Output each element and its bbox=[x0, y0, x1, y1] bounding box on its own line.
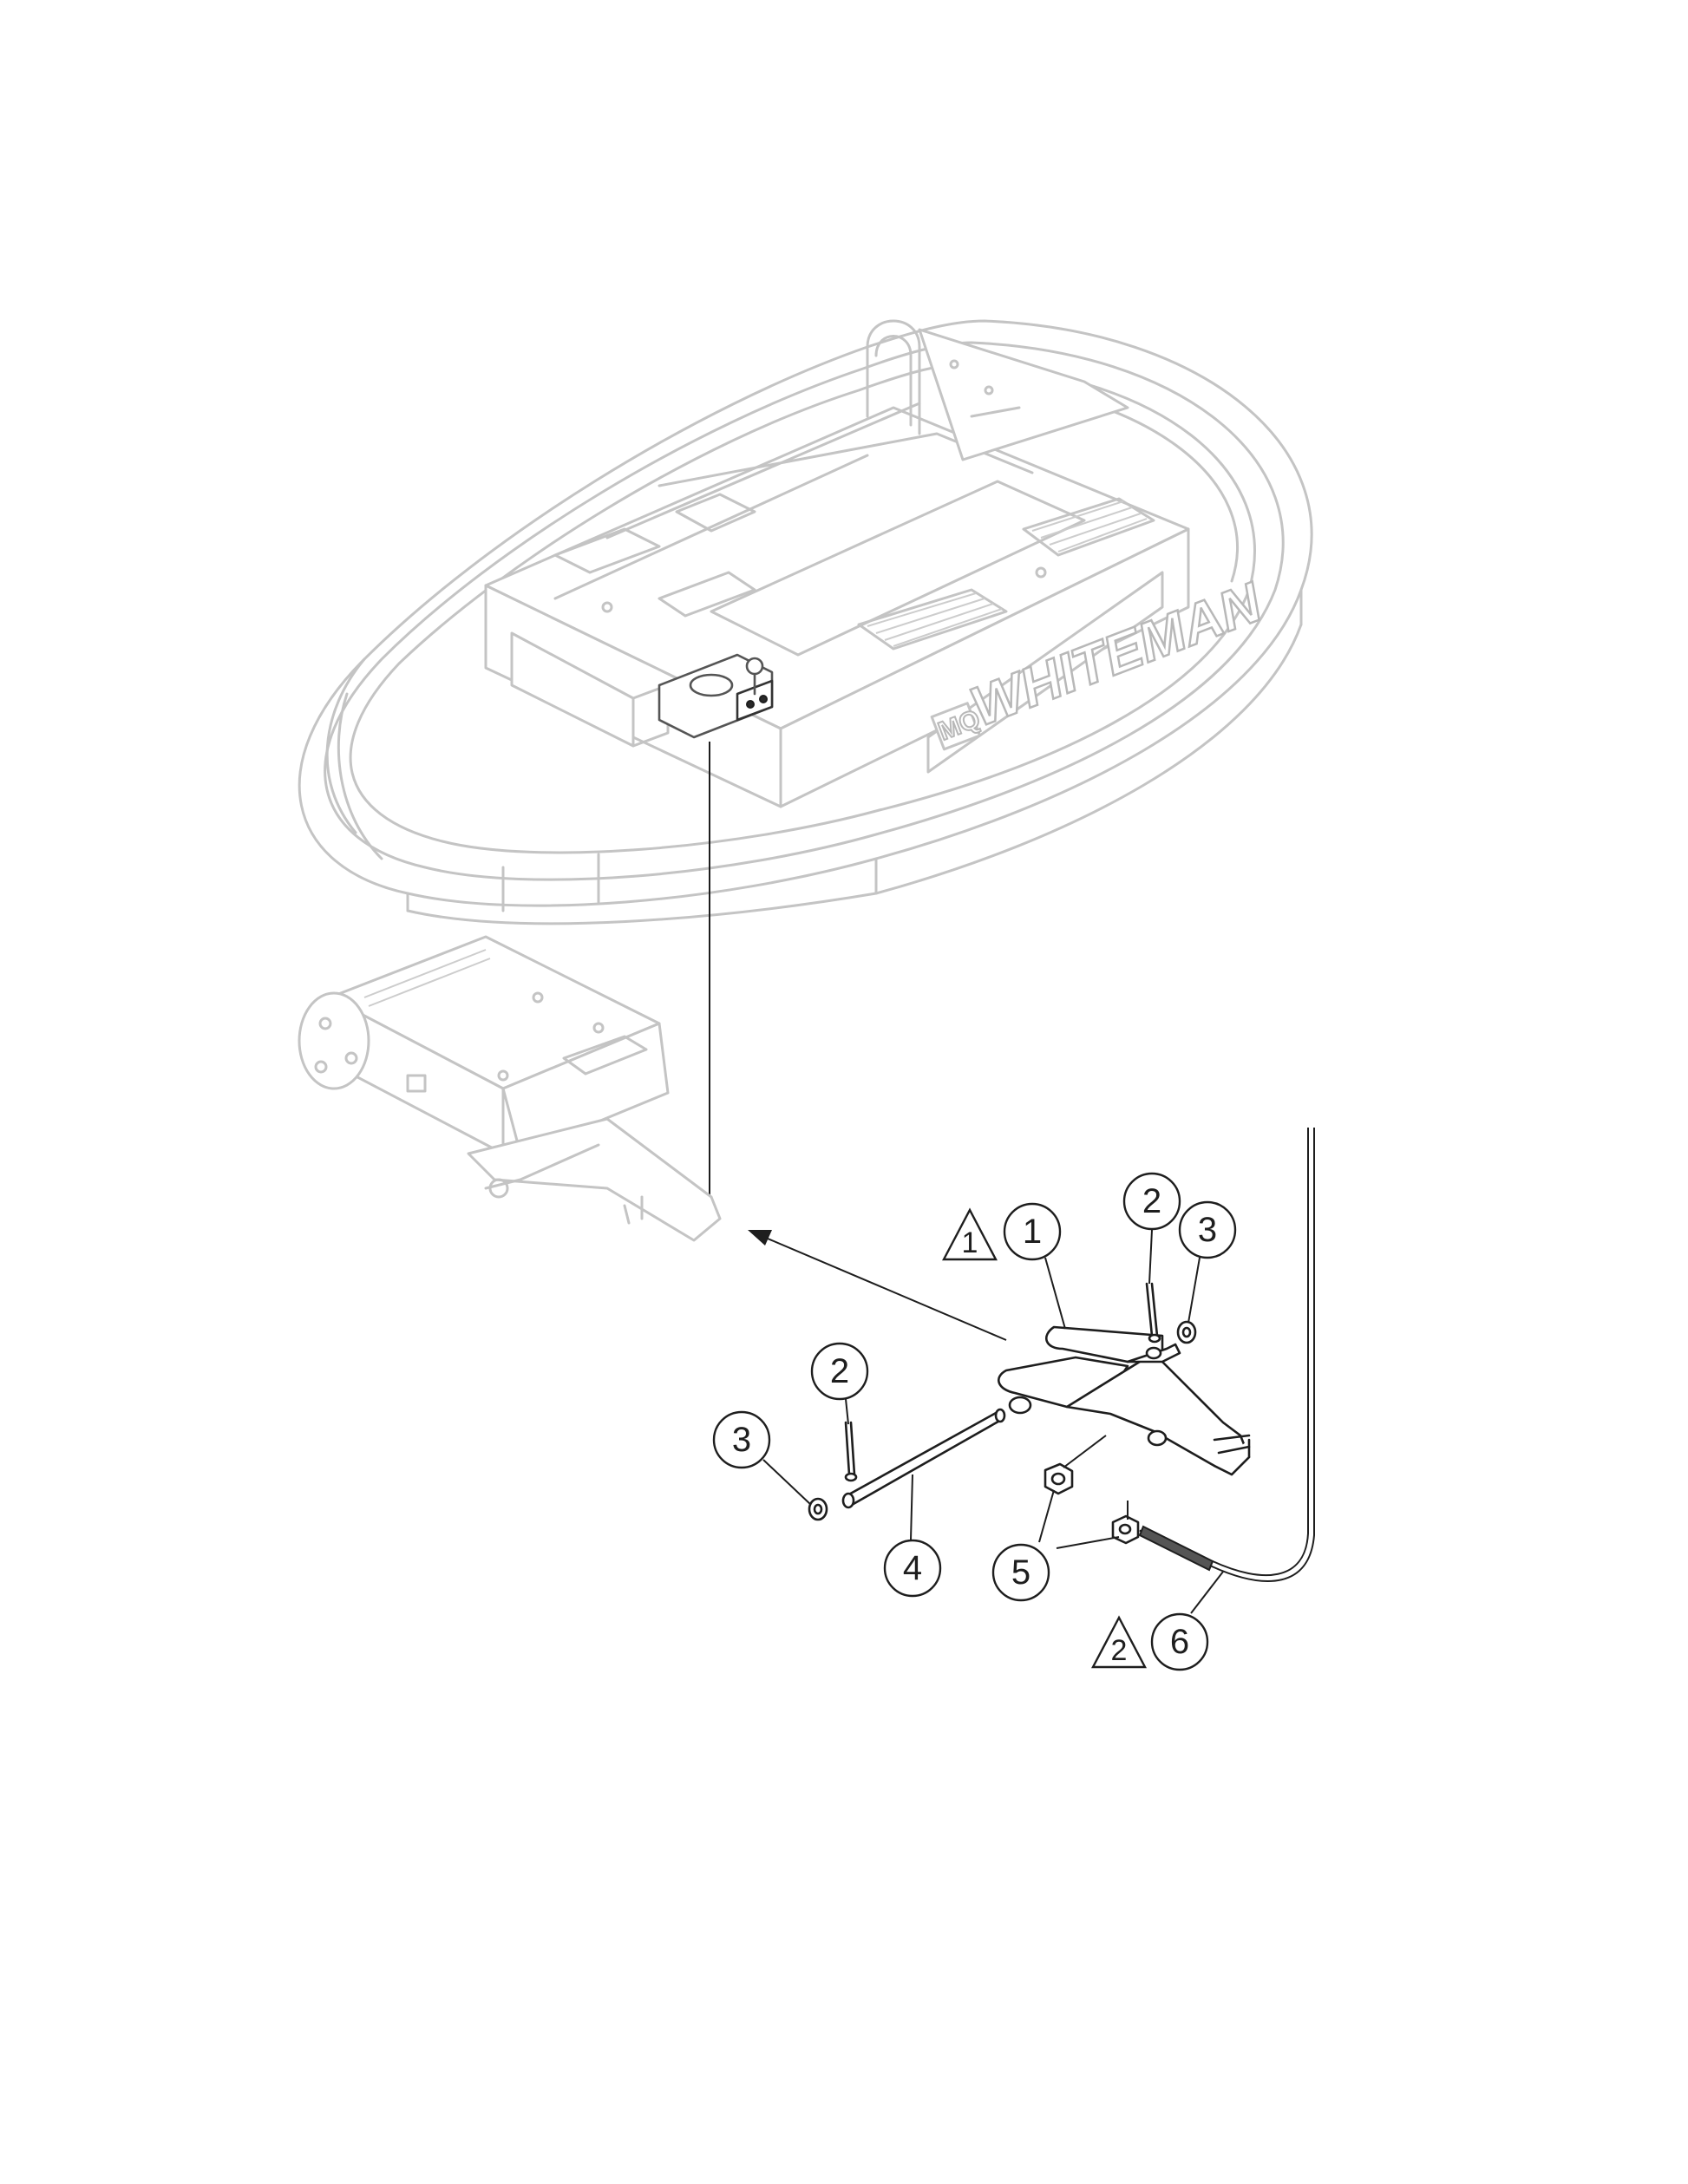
guard-ring bbox=[298, 319, 1313, 925]
callout-3-left: 3 bbox=[712, 1410, 771, 1469]
cotter-pin-lower bbox=[844, 1421, 858, 1482]
nut-upper bbox=[1044, 1462, 1074, 1495]
note-triangle-1: 1 bbox=[942, 1207, 998, 1261]
direction-arrow bbox=[748, 1230, 1007, 1341]
yoke-part bbox=[998, 1325, 1251, 1476]
svg-text:2: 2 bbox=[1111, 1634, 1128, 1667]
callout-4: 4 bbox=[883, 1539, 942, 1598]
callout-2-upper: 2 bbox=[1122, 1172, 1181, 1231]
svg-text:4: 4 bbox=[903, 1549, 922, 1587]
pin-part bbox=[841, 1408, 1006, 1509]
nut-lower bbox=[1111, 1514, 1140, 1545]
svg-text:2: 2 bbox=[1142, 1182, 1161, 1220]
leader-lines bbox=[762, 1229, 1224, 1614]
mounting-block bbox=[658, 653, 774, 739]
gearbox-ghost bbox=[298, 935, 722, 1242]
callout-6: 6 bbox=[1150, 1612, 1209, 1671]
callout-5: 5 bbox=[991, 1543, 1050, 1602]
svg-text:3: 3 bbox=[732, 1421, 751, 1459]
trowel-machine-ghost: WHITEMAN MQ bbox=[298, 319, 1313, 1242]
cable-part bbox=[1138, 1128, 1315, 1582]
washer-right bbox=[1176, 1320, 1197, 1344]
svg-text:1: 1 bbox=[1023, 1213, 1042, 1251]
svg-text:2: 2 bbox=[830, 1352, 849, 1390]
callout-2-lower: 2 bbox=[810, 1342, 869, 1401]
note-triangle-2: 2 bbox=[1091, 1615, 1147, 1669]
callout-3-right: 3 bbox=[1178, 1200, 1237, 1259]
callout-1: 1 bbox=[1003, 1202, 1062, 1261]
machine-frame: WHITEMAN MQ bbox=[484, 319, 1272, 808]
svg-text:1: 1 bbox=[962, 1226, 978, 1259]
washer-left bbox=[808, 1497, 828, 1521]
svg-text:5: 5 bbox=[1011, 1553, 1030, 1592]
svg-text:3: 3 bbox=[1198, 1211, 1217, 1249]
svg-text:6: 6 bbox=[1170, 1623, 1189, 1661]
cotter-pin-upper bbox=[1145, 1282, 1161, 1344]
